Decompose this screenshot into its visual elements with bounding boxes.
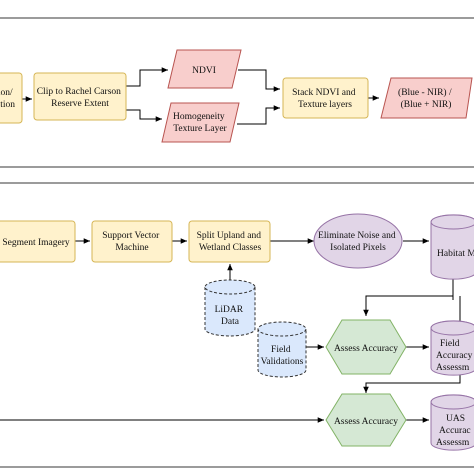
node-field-accuracy-assessment: Field Accuracy Assessm xyxy=(430,320,474,376)
node-field-validations: Field Validations xyxy=(257,321,307,378)
edge-ndvi-to-stack xyxy=(238,69,280,92)
node-ndvi: NDVI xyxy=(167,49,242,89)
node-stack-layers: Stack NDVI and Texture layers xyxy=(282,77,369,119)
edge-clip-to-homogeneity xyxy=(126,109,162,122)
svg-text:UAS Accurac Assess: UAS Accurac Assessm xyxy=(436,414,473,448)
svg-text:LiDAR Data: LiDAR Data xyxy=(215,305,246,327)
node-svm: Support Vector Machine xyxy=(91,220,173,263)
node-split-classes: Split Upland and Wetland Classes xyxy=(188,220,271,263)
svg-text:Support Vector Machine: Support Vector Machine xyxy=(102,231,161,253)
node-eliminate-noise: Eliminate Noise and Isolated Pixels xyxy=(313,213,403,269)
node-assess-accuracy-1: Assess Accuracy xyxy=(325,319,407,375)
svg-text:(Blue - NIR) / (Blue + N: (Blue - NIR) / (Blue + NIR) xyxy=(398,87,454,110)
svg-text:Homogeneity Texture Laye: Homogeneity Texture Layer xyxy=(173,112,228,134)
node-segment-imagery: Segment Imagery xyxy=(0,220,76,263)
node-habitat-map: Habitat M xyxy=(430,214,474,280)
svg-text:Split Upland and Wetland: Split Upland and Wetland Classes xyxy=(197,231,264,253)
node-lidar-data: LiDAR Data xyxy=(204,279,256,337)
edge-clip-to-ndvi xyxy=(126,67,168,87)
svg-text:Clip to Rachel Carson Re: Clip to Rachel Carson Reserve Extent xyxy=(37,87,124,109)
node-classification-partial: ation/ ation xyxy=(0,72,23,124)
svg-text:Stack NDVI and Texture l: Stack NDVI and Texture layers xyxy=(292,88,358,110)
node-homogeneity-texture: Homogeneity Texture Layer xyxy=(161,102,240,143)
svg-text:Segment Imagery: Segment Imagery xyxy=(2,238,70,248)
node-uas-accuracy-assessment: UAS Accurac Assessm xyxy=(430,394,474,451)
edge-homogeneity-to-stack xyxy=(237,105,280,125)
node-formula: (Blue - NIR) / (Blue + NIR) xyxy=(380,77,473,119)
edge-habitat-to-assess1 xyxy=(363,278,454,316)
svg-text:NDVI: NDVI xyxy=(192,66,216,76)
node-clip-extent: Clip to Rachel Carson Reserve Extent xyxy=(33,72,127,121)
svg-text:Field Validations: Field Validations xyxy=(261,345,304,367)
svg-text:Assess Accuracy: Assess Accuracy xyxy=(334,417,398,427)
node-assess-accuracy-2: Assess Accuracy xyxy=(325,393,407,447)
svg-text:Eliminate Noise and Isol: Eliminate Noise and Isolated Pixels xyxy=(318,231,398,253)
svg-text:Assess Accuracy: Assess Accuracy xyxy=(334,344,398,354)
svg-text:Field Accuracy Ass: Field Accuracy Assessm xyxy=(436,339,474,373)
svg-text:Habitat M: Habitat M xyxy=(437,249,474,259)
svg-text:ation/ ation: ation/ ation xyxy=(0,88,15,110)
top-panel xyxy=(0,17,474,168)
